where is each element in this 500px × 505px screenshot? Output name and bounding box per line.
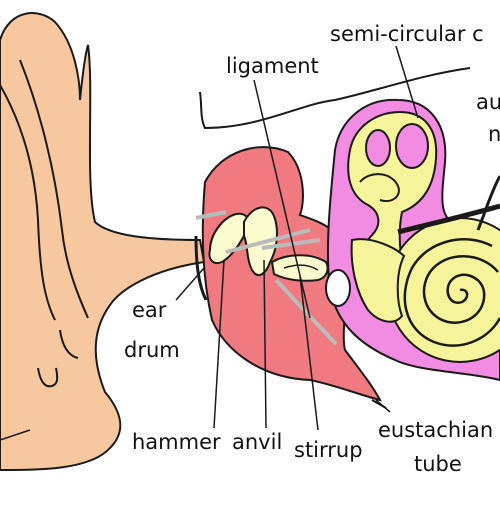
- label-ear: ear: [132, 298, 167, 322]
- outer-ear: [0, 12, 206, 472]
- pointer-semicircular: [395, 45, 419, 119]
- auditory-nerve-branch: [476, 175, 500, 231]
- label-eustachian: eustachian: [378, 418, 494, 442]
- canal-hole-2: [365, 129, 391, 167]
- label-stirrup: stirrup: [294, 438, 363, 462]
- ligament-lower: [274, 278, 338, 346]
- pointer-anvil: [263, 259, 267, 429]
- ligament-middle: [225, 228, 311, 254]
- vestibule: [350, 238, 406, 323]
- ear-drum-shape: [194, 235, 208, 301]
- label-au: au: [476, 90, 500, 114]
- outer-ear-fold: [0, 84, 56, 321]
- canal-loop: [359, 173, 400, 202]
- skull-outline: [199, 67, 471, 130]
- label-ligament: ligament: [226, 54, 319, 78]
- canal-hole-1: [395, 123, 429, 169]
- oval-window: [325, 269, 351, 307]
- outer-ear-lobe-fold: [37, 367, 59, 388]
- auditory-nerve: [397, 203, 500, 235]
- label-tube: tube: [414, 452, 462, 476]
- label-drum: drum: [124, 338, 180, 362]
- cochlea-spiral: [403, 238, 500, 347]
- stirrup-inner: [283, 264, 319, 271]
- pointer-ear-drum: [175, 267, 205, 301]
- label-anvil: anvil: [232, 430, 283, 454]
- outer-ear-fold-2: [19, 59, 89, 319]
- pointer-stirrup: [299, 275, 319, 431]
- label-semi-circular: semi-circular c: [330, 22, 484, 46]
- stirrup-bone: [270, 254, 329, 282]
- label-n: n: [488, 122, 500, 146]
- ligament-upper: [195, 210, 227, 220]
- pointer-hammer: [213, 259, 225, 429]
- pointer-eustachian: [375, 399, 391, 413]
- label-hammer: hammer: [132, 430, 221, 454]
- ligament-mid2: [261, 238, 321, 250]
- outer-ear-lobe-line: [59, 329, 79, 359]
- pointer-outer: [0, 429, 31, 441]
